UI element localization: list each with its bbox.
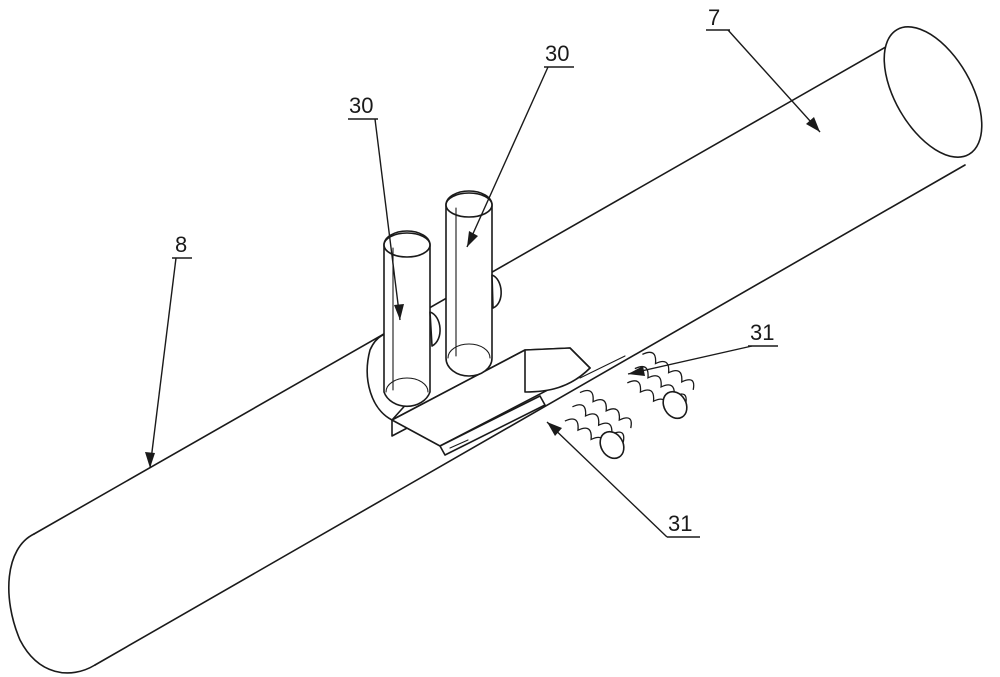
pin-right-bottom [447, 343, 491, 359]
pin-left-top [383, 232, 431, 258]
leader-7 [727, 29, 821, 133]
leader-31-upper [627, 345, 753, 375]
arrowhead-31-lower [547, 422, 562, 436]
leader-30-left [374, 118, 401, 321]
rod-left-end [7, 533, 96, 674]
pin-right [445, 190, 502, 377]
pin-right-lug [491, 274, 502, 309]
arrowhead-7 [806, 117, 820, 132]
spring-upper-coils [627, 351, 695, 419]
label-31-upper: 31 [750, 320, 774, 345]
reference-numerals: 7 8 30 30 31 31 [175, 5, 774, 536]
rod [7, 26, 983, 674]
arrowhead-30-left [394, 304, 404, 320]
pin-left-lug [429, 311, 441, 347]
pin-right-body [445, 190, 493, 377]
rod-bottom-edge [94, 164, 966, 666]
pin-left [383, 230, 441, 408]
rod-right-end [883, 26, 983, 158]
spring-upper [627, 351, 695, 420]
spring-lower [564, 389, 632, 460]
spring-lower-end [599, 430, 625, 460]
arrowhead-31-upper [628, 366, 645, 376]
leader-31-lower [546, 421, 668, 538]
label-31-lower: 31 [668, 511, 692, 536]
label-8: 8 [175, 232, 187, 257]
leader-8 [149, 257, 177, 469]
block-slot [449, 439, 469, 449]
spring-upper-end [662, 390, 688, 420]
label-7: 7 [708, 5, 720, 30]
pin-left-bottom [385, 377, 429, 393]
arrowhead-8 [145, 452, 155, 468]
pin-right-top [445, 192, 493, 218]
label-30-left: 30 [349, 93, 373, 118]
label-30-right: 30 [545, 41, 569, 66]
block-saddle [524, 347, 591, 393]
arrowhead-30-right [467, 231, 478, 247]
leaders [145, 29, 821, 538]
leader-30-right [466, 66, 549, 248]
block-slot-lower [579, 355, 626, 379]
